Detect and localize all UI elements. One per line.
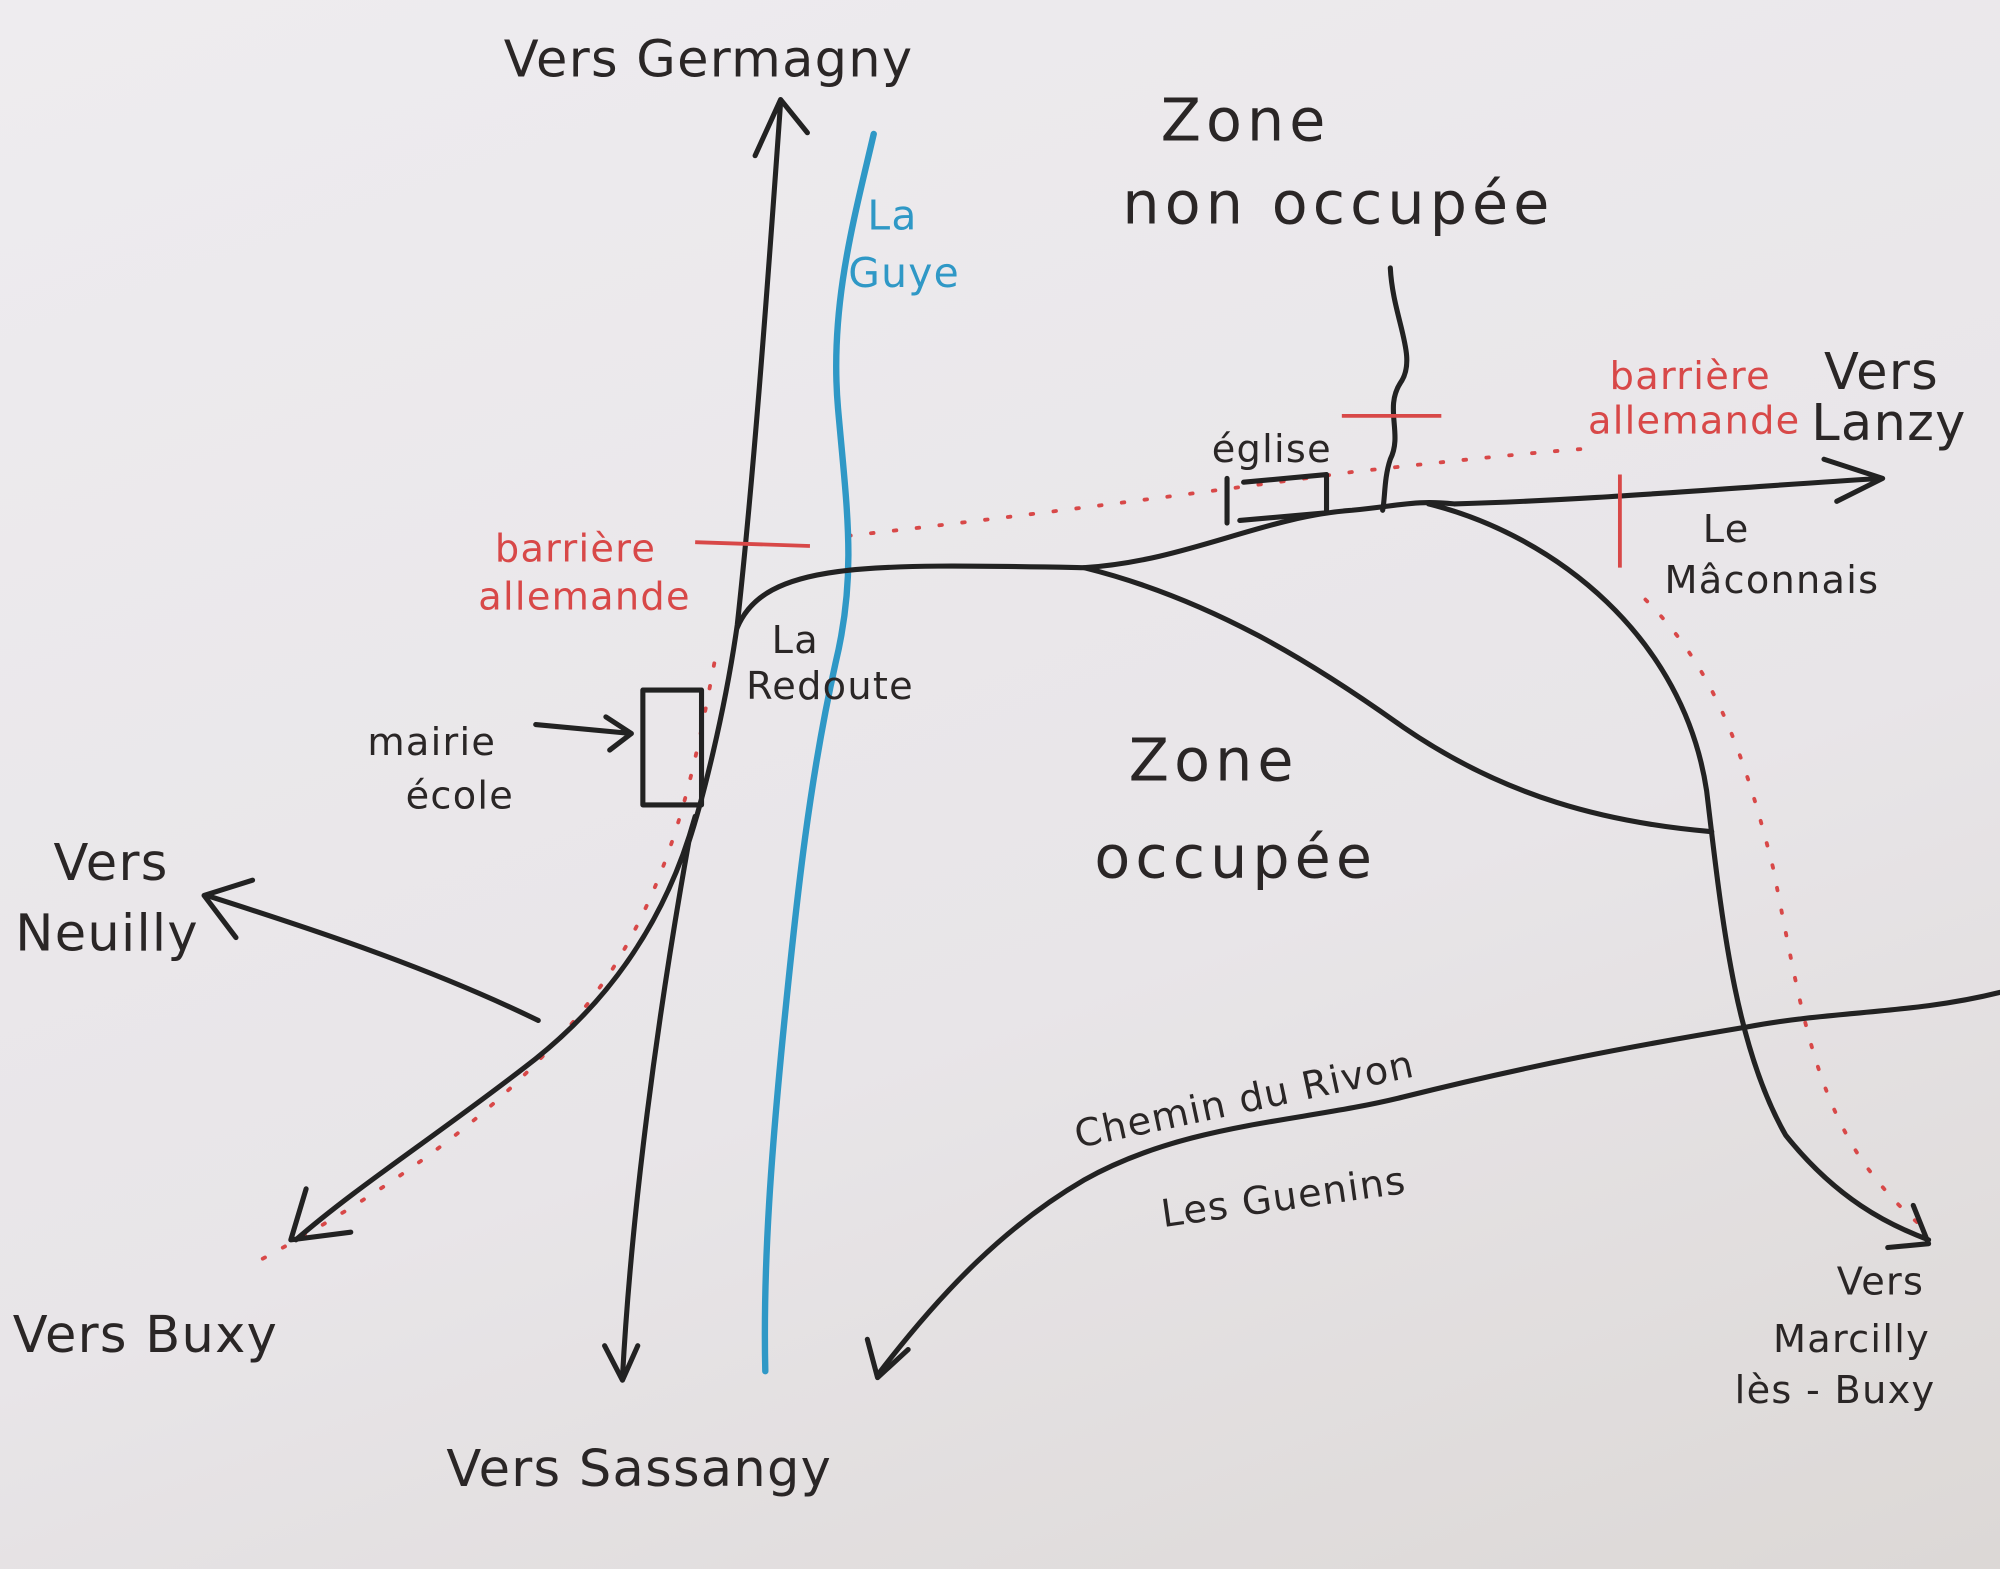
direction-marcilly-2: Marcilly bbox=[1773, 1317, 1930, 1362]
barrier-west-label-2: allemande bbox=[478, 575, 690, 620]
border-squiggle bbox=[1380, 265, 1410, 513]
demarcation-line-east bbox=[1643, 597, 1935, 1237]
arrow-germagny-icon bbox=[752, 97, 810, 159]
arrow-sassangy-icon bbox=[602, 1343, 641, 1383]
river-label-2: Guye bbox=[848, 249, 960, 297]
eglise-building-icon bbox=[1224, 472, 1330, 526]
direction-sassangy: Vers Sassangy bbox=[446, 1440, 832, 1499]
road-neuilly bbox=[204, 892, 541, 1024]
arrow-marcilly-icon bbox=[1885, 1202, 1932, 1251]
zone-occupied-label-2: occupée bbox=[1094, 824, 1377, 892]
zone-occupied-label-1: Zone bbox=[1129, 727, 1299, 795]
place-maconnais-1: Le bbox=[1703, 507, 1750, 552]
zone-unoccupied-label-1: Zone bbox=[1161, 86, 1331, 154]
place-maconnais-2: Mâconnais bbox=[1665, 558, 1880, 603]
arrow-rivon-icon bbox=[864, 1336, 911, 1381]
barrier-east-mark bbox=[1341, 413, 1622, 568]
barrier-east-label-1: barrière bbox=[1610, 354, 1771, 399]
direction-germagny: Vers Germagny bbox=[504, 31, 914, 90]
river-label-1: La bbox=[867, 192, 917, 240]
place-mairie-2: école bbox=[406, 774, 515, 819]
river-la-guye bbox=[761, 130, 877, 1375]
zone-unoccupied-label-2: non occupée bbox=[1122, 169, 1554, 237]
barrier-east-label-2: allemande bbox=[1588, 399, 1800, 444]
road-inner bbox=[1081, 565, 1715, 835]
road-lanzy bbox=[734, 475, 1884, 631]
road-chemin-du-rivon bbox=[875, 989, 2000, 1378]
place-redoute-2: Redoute bbox=[746, 664, 914, 709]
place-mairie-1: mairie bbox=[367, 720, 496, 765]
direction-neuilly-2: Neuilly bbox=[15, 904, 199, 963]
barrier-west-label-1: barrière bbox=[495, 526, 656, 571]
arrow-buxy-icon bbox=[288, 1186, 354, 1243]
place-redoute-1: La bbox=[772, 618, 819, 663]
direction-marcilly-1: Vers bbox=[1837, 1260, 1925, 1305]
mairie-arrow-icon bbox=[533, 714, 634, 753]
road-buxy bbox=[293, 813, 698, 1243]
arrow-lanzy-icon bbox=[1821, 456, 1886, 504]
place-les-guenins: Les Guenins bbox=[1158, 1158, 1409, 1237]
barrier-west-mark bbox=[695, 540, 811, 548]
arrow-neuilly-icon bbox=[201, 877, 256, 941]
road-marcilly bbox=[1426, 501, 1932, 1243]
road-north-south bbox=[619, 99, 784, 1381]
direction-buxy: Vers Buxy bbox=[13, 1306, 278, 1365]
place-eglise: église bbox=[1212, 427, 1332, 472]
direction-neuilly-1: Vers bbox=[54, 834, 169, 893]
direction-marcilly-3: lès - Buxy bbox=[1735, 1368, 1936, 1413]
direction-lanzy-1: Vers bbox=[1824, 343, 1939, 402]
place-chemin-du-rivon: Chemin du Rivon bbox=[1071, 1042, 1419, 1158]
direction-lanzy-2: Lanzy bbox=[1811, 394, 1966, 453]
mairie-building-icon bbox=[640, 687, 705, 808]
